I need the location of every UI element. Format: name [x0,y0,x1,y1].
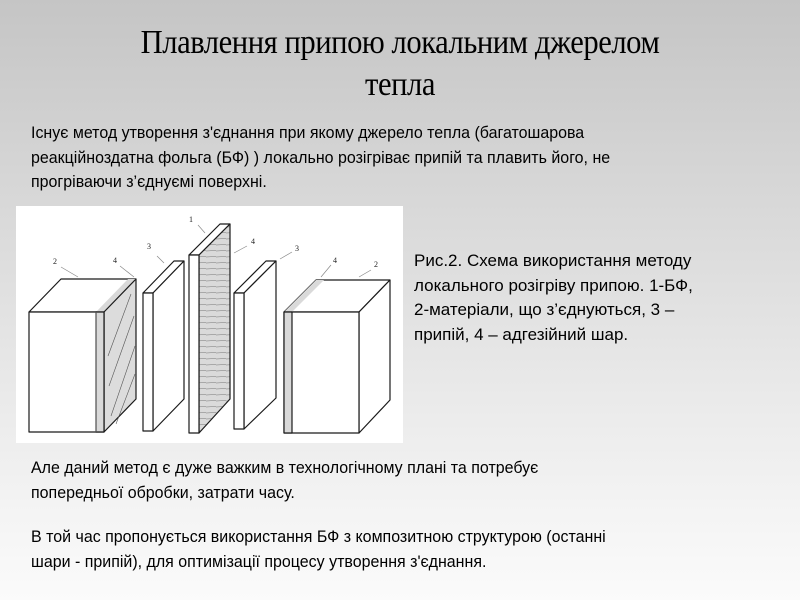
label-right-adhesive: 4 [333,256,337,265]
title-line-2: тепла [365,66,435,103]
intro-paragraph: Існує метод утворення з'єднання при яком… [31,121,610,195]
caption-line: локального розігріву припою. 1-БФ, [414,275,693,295]
intro-line: реакційноздатна фольга (БФ) ) локально р… [31,147,611,167]
label-left-material: 2 [53,257,57,266]
right-solder-plate [233,260,277,430]
layer-diagram: 2 4 3 1 4 3 4 2 [28,215,391,434]
label-foil: 1 [189,215,193,224]
label-left-solder: 3 [147,242,151,251]
label-foil-adhesive: 4 [251,237,255,246]
limitation-paragraph: Але даний метод є дуже важким в технолог… [31,456,538,505]
caption-line: Рис.2. Схема використання методу [414,251,692,270]
intro-line: Існує метод утворення з'єднання при яком… [31,123,585,142]
proposal-paragraph: В той час пропонується використання БФ з… [31,525,606,574]
label-left-adhesive: 4 [113,256,117,265]
figure-caption: Рис.2. Схема використання методу локальн… [414,249,693,347]
title-line-1: Плавлення припою локальним джерелом [140,24,660,61]
slide-title: Плавлення припою локальним джерелом тепл… [40,22,760,106]
soldering-scheme-figure: 2 4 3 1 4 3 4 2 [16,206,403,443]
left-solder-plate [142,260,185,432]
label-right-material: 2 [374,260,378,269]
intro-line: прогріваючи з’єднуємі поверхні. [31,172,267,191]
paragraph-line: попередньої обробки, затрати часу. [31,482,295,502]
left-material-block [28,278,137,433]
paragraph-line: Але даний метод є дуже важким в технолог… [31,458,539,477]
caption-line: 2-матеріали, що з’єднуються, 3 – [414,300,675,319]
label-right-solder: 3 [295,244,299,253]
paragraph-line: шари - припій), для оптимізації процесу … [31,551,487,571]
paragraph-line: В той час пропонується використання БФ з… [31,527,606,546]
reactive-foil-plate [188,223,231,434]
right-material-block [283,279,391,434]
caption-line: припій, 4 – адгезійний шар. [414,324,629,344]
